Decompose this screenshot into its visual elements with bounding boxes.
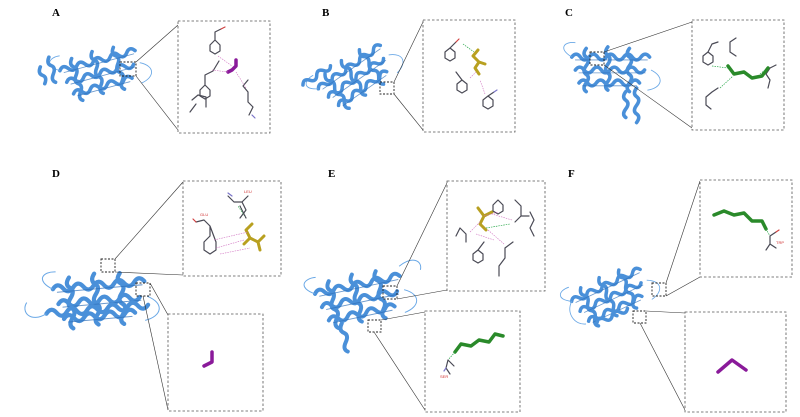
- interaction-inset-b: [422, 19, 516, 133]
- leader-line-e-1: [396, 182, 448, 287]
- protein-cartoon-b: [301, 26, 410, 123]
- ligand-green-e: SER: [440, 332, 505, 379]
- binding-site-box-d-upper: [100, 258, 116, 273]
- binding-site-box-c: [589, 51, 605, 66]
- panel-letter-b: B: [322, 7, 330, 19]
- leader-line-d-1: [114, 181, 184, 260]
- leader-line-c-top: [603, 21, 693, 53]
- ligand-green-f: TRP: [712, 209, 784, 251]
- panel-letter-e: E: [328, 168, 335, 180]
- residue-sticks-a: [189, 26, 256, 119]
- leader-line-f-4: [639, 322, 686, 411]
- interaction-inset-d: [182, 180, 282, 277]
- leader-line-e-4: [373, 331, 426, 411]
- binding-site-box-a: [119, 61, 137, 77]
- protein-cartoon-d: [24, 263, 160, 332]
- panel-c: C: [561, 7, 785, 131]
- protein-cartoon-c: [561, 40, 662, 125]
- binding-site-box-b: [379, 81, 395, 95]
- residue-sticks-b: [444, 38, 498, 110]
- binding-site-box-d-lower: [135, 282, 151, 297]
- leader-line-b-bottom: [393, 93, 424, 131]
- leader-line-f-3: [645, 310, 686, 314]
- leader-line-a-top: [135, 24, 179, 63]
- ligand-purple-d: [202, 350, 214, 368]
- ligand-inset-e: [424, 310, 521, 413]
- leader-line-a-bottom: [135, 75, 179, 131]
- panel-f: F TRP: [556, 168, 793, 413]
- protein-cartoon-f: [556, 250, 666, 337]
- leader-line-f-1: [665, 180, 701, 284]
- leader-line-b-top: [393, 21, 424, 83]
- panel-letter-f: F: [568, 168, 575, 180]
- leader-line-d-3: [149, 282, 169, 316]
- panel-e: E: [303, 168, 546, 413]
- leader-line-d-2: [114, 271, 184, 276]
- interaction-inset-e: [446, 180, 546, 292]
- leader-line-f-2: [665, 276, 701, 297]
- binding-site-box-f-upper: [651, 282, 667, 297]
- residue-sticks-d: LEU GLU: [192, 189, 266, 255]
- leader-line-e-3: [380, 311, 426, 321]
- binding-site-box-e-lower: [367, 319, 382, 333]
- panel-letter-d: D: [52, 168, 60, 180]
- residue-sticks-e: [455, 199, 535, 277]
- residue-label-d-2: GLU: [200, 212, 208, 217]
- residue-label-e-4: SER: [440, 374, 448, 379]
- protein-cartoon-a: [37, 31, 157, 108]
- leader-line-e-2: [396, 289, 448, 300]
- panel-letter-c: C: [565, 7, 573, 19]
- interaction-inset-f: [699, 179, 793, 278]
- ligand-purple-f: [716, 358, 748, 374]
- leader-line-c-bottom: [603, 64, 693, 129]
- residue-sticks-c: [702, 37, 777, 110]
- panel-a: A: [37, 7, 271, 134]
- protein-cartoon-e: [303, 255, 422, 354]
- ligand-inset-d: [167, 313, 264, 412]
- residue-label-d-1: LEU: [244, 189, 252, 194]
- leader-line-d-4: [142, 295, 169, 411]
- interaction-inset-a: [177, 20, 271, 134]
- panel-letter-a: A: [52, 7, 60, 19]
- interaction-inset-c: [691, 19, 785, 131]
- residue-label-f-1: TRP: [776, 240, 784, 245]
- binding-site-box-f-lower: [632, 310, 647, 324]
- binding-site-box-e-upper: [382, 285, 398, 300]
- panel-d: D LEU GLU: [24, 168, 282, 412]
- panel-b: B: [301, 7, 516, 133]
